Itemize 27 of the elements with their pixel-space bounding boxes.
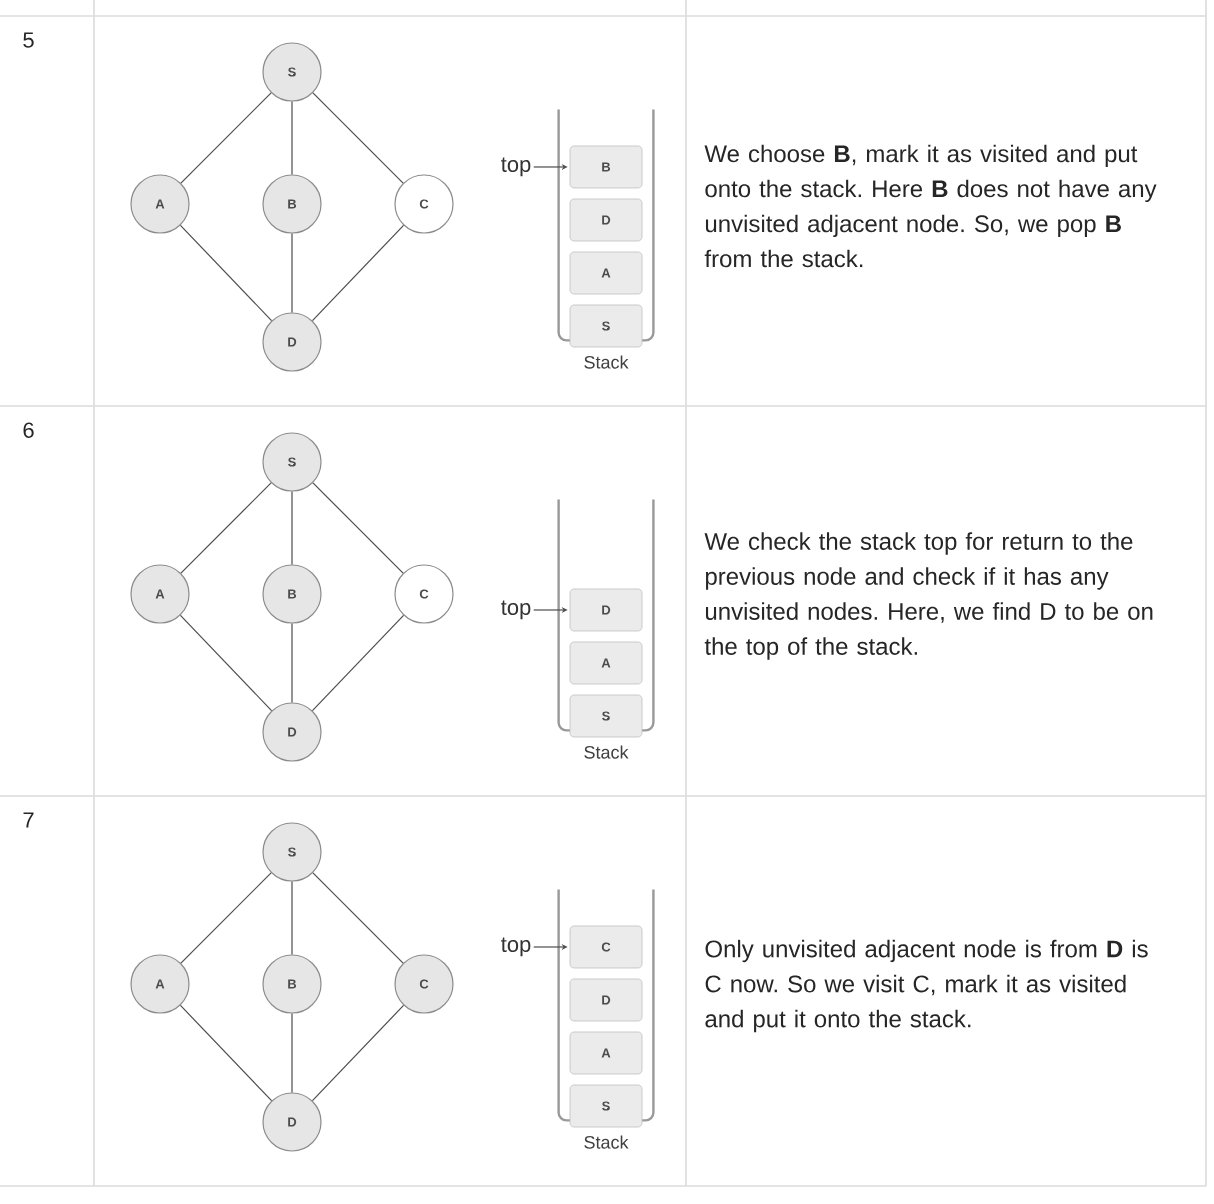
pointer-label: top: [501, 157, 531, 177]
graph-edge: [291, 1013, 293, 1093]
description: We choose B, mark it as visited and put onto the stack. Here B does not have any unvisited adjacent node. So, we pop B from the stack.: [704, 144, 1157, 268]
pointer-label: top: [501, 937, 531, 957]
graph-edge: [311, 224, 405, 322]
description: We check the stack top for return to the previous node and check if it has any unvisited nodes. Here, we find D to be on the top of the stack.: [704, 532, 1153, 660]
description: Only unvisited adjacent node is from D is C now. So we visit C, mark it as visited and put it onto the stack.: [705, 939, 1148, 1033]
graph-edge: [180, 92, 272, 184]
graph-edge: [311, 1004, 405, 1102]
graph-edge: [179, 224, 273, 322]
graph-edge: [291, 491, 293, 565]
graph-edge: [312, 482, 404, 574]
step-number: 7: [23, 812, 34, 828]
graph-edge: [291, 881, 293, 955]
step-number: 6: [23, 422, 34, 438]
graph-edge: [179, 614, 273, 712]
pointer-label: top: [501, 600, 531, 620]
step-number: 5: [23, 32, 34, 48]
graph-edge: [180, 872, 272, 964]
graph-edge: [180, 482, 272, 574]
graph-edge: [312, 872, 404, 964]
graph-edge: [291, 623, 293, 703]
graph-edge: [179, 1004, 273, 1102]
graph-edge: [311, 614, 405, 712]
graph-edge: [291, 233, 293, 313]
graph-edge: [312, 92, 404, 184]
graph-edge: [291, 101, 293, 175]
